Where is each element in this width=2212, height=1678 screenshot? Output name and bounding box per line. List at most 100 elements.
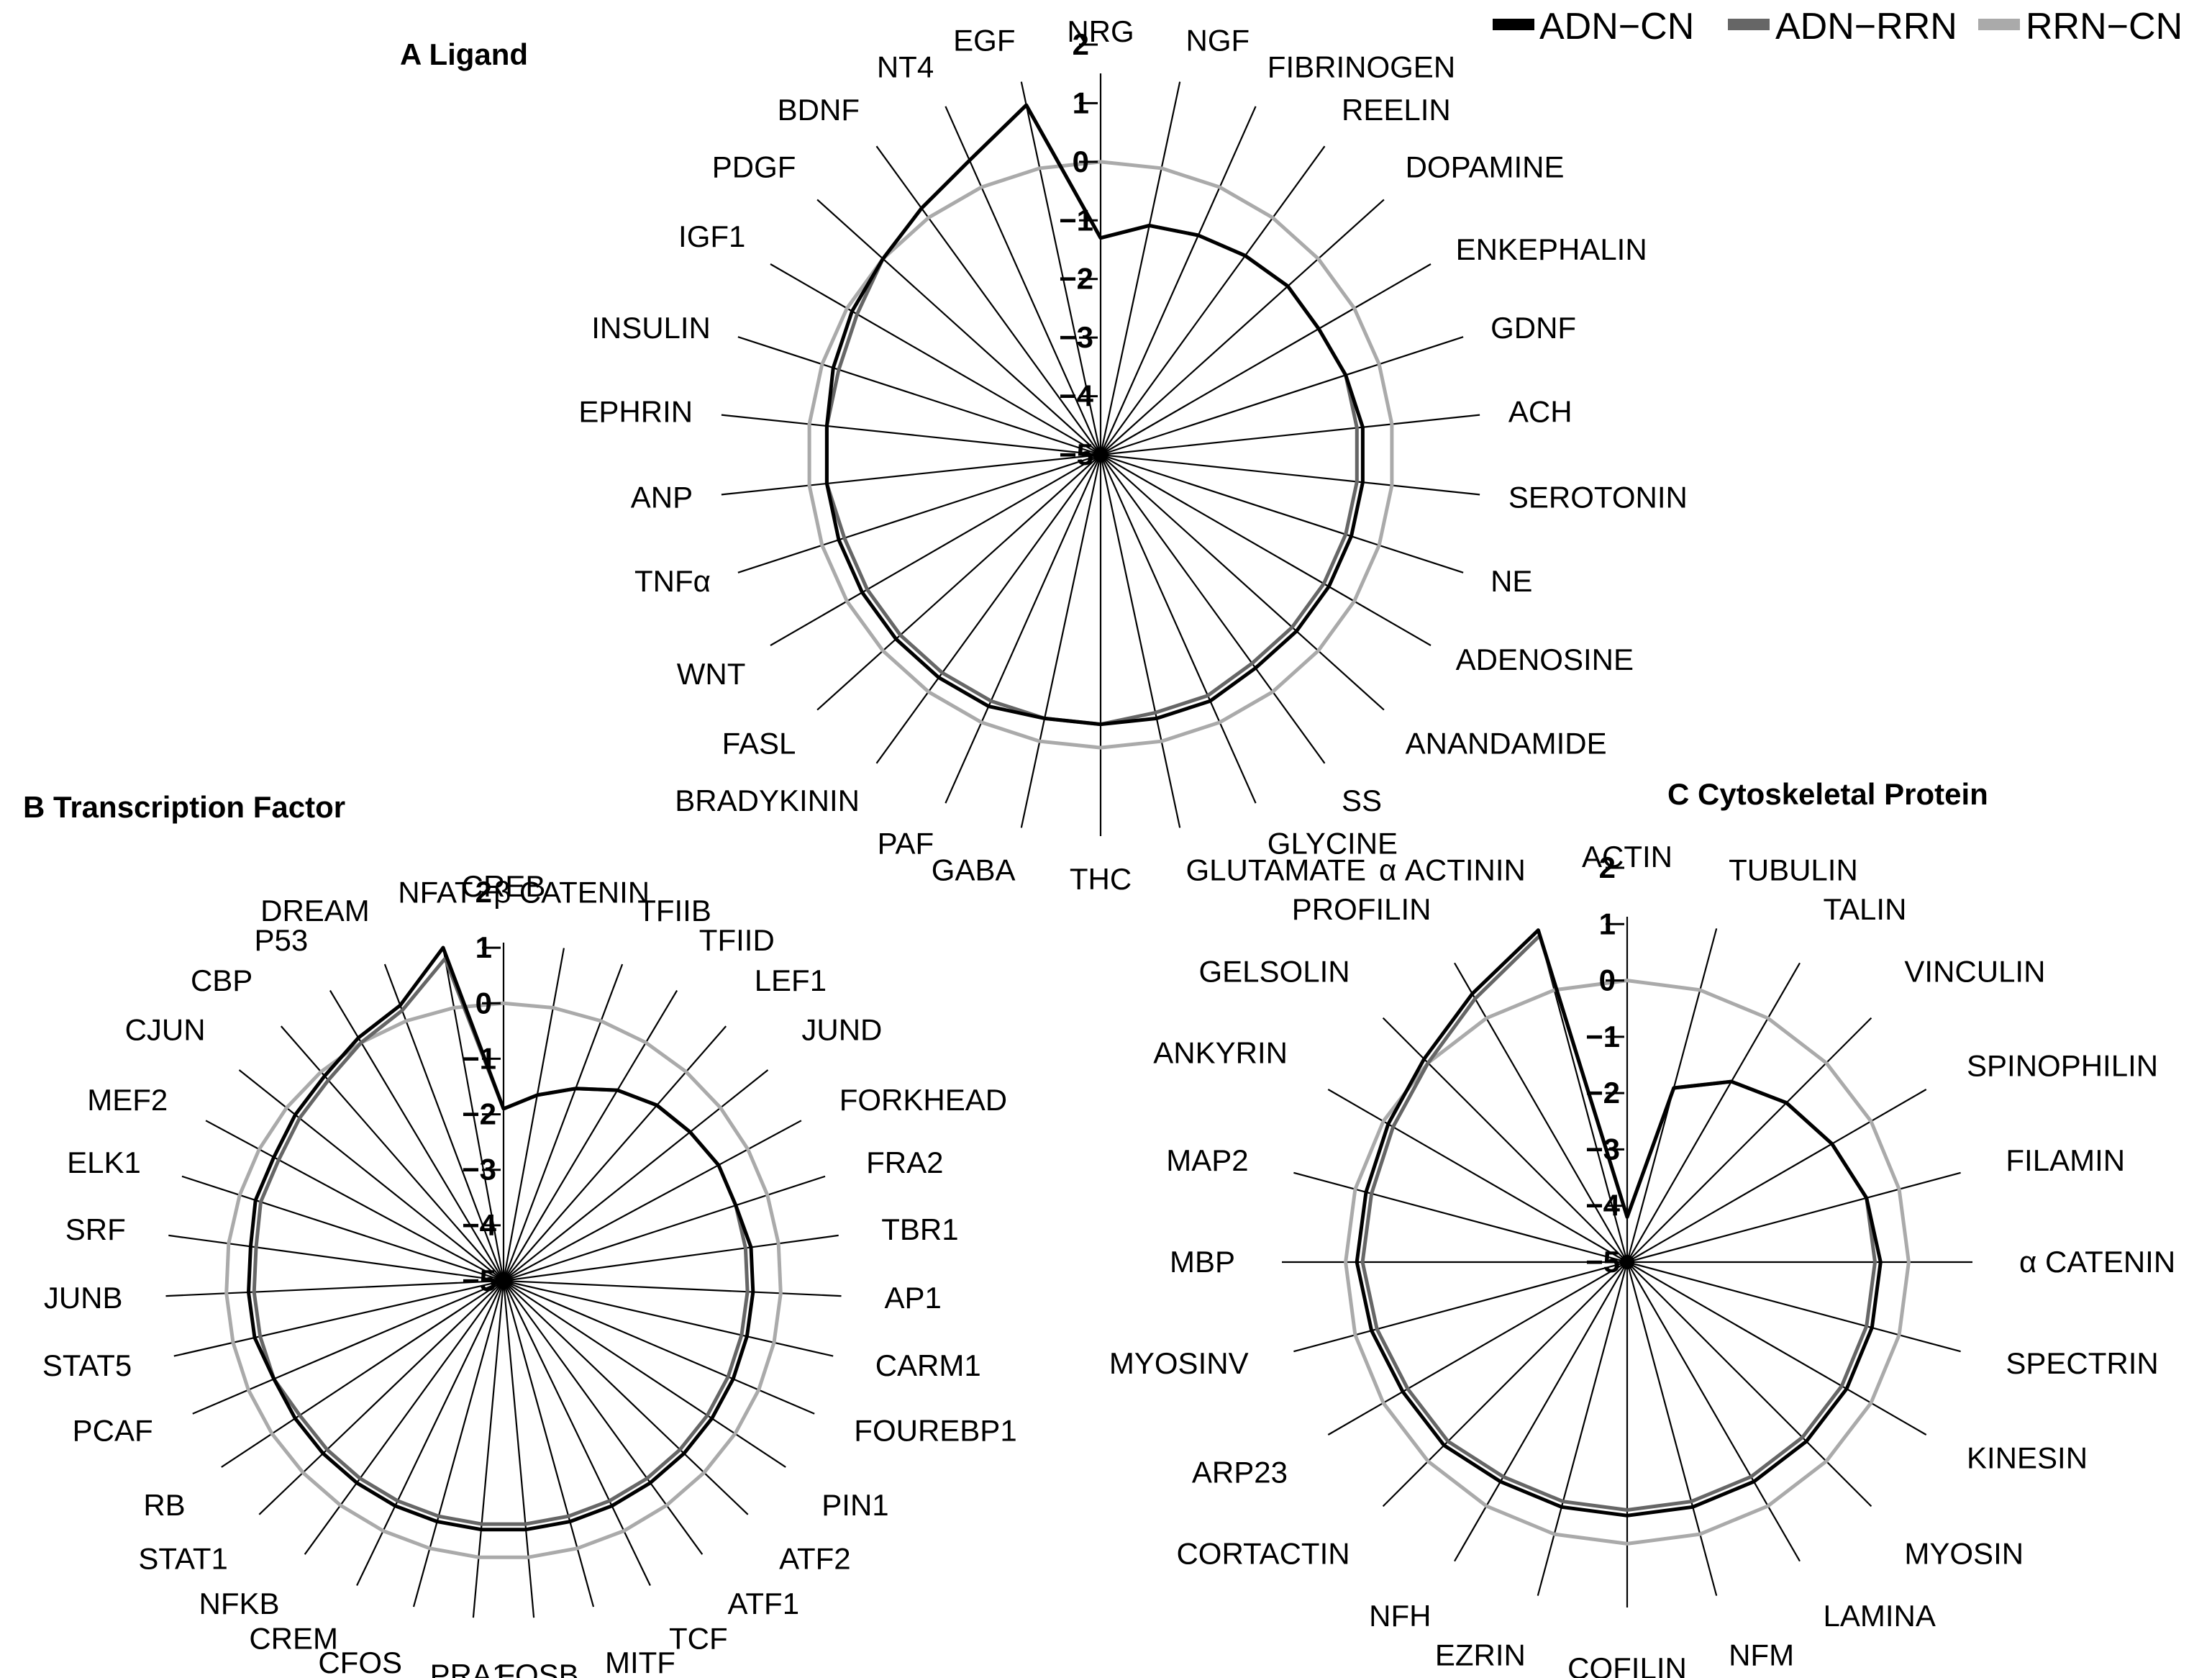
spoke-line	[816, 454, 1101, 711]
spoke-line	[503, 1280, 749, 1515]
tick-label: −4	[462, 1208, 497, 1242]
center-dot	[496, 1274, 511, 1288]
spoke-line	[472, 1280, 505, 1618]
spoke-line	[502, 963, 624, 1282]
category-label: CORTACTIN	[1176, 1536, 1349, 1570]
category-label: TFIIB	[637, 894, 711, 928]
category-label: FOUREBP1	[854, 1413, 1016, 1447]
spoke-line	[1100, 453, 1464, 573]
spoke-line	[1100, 454, 1385, 711]
spoke-line	[737, 336, 1101, 456]
spoke-line	[1626, 1089, 1927, 1263]
spoke-line	[1382, 1261, 1628, 1507]
spoke-line	[503, 1279, 842, 1297]
series-line-adn-cn	[247, 945, 755, 1532]
spoke-line	[1100, 145, 1326, 455]
legend-label: ADN−RRN	[1775, 6, 1957, 47]
spoke-line	[280, 1025, 504, 1282]
tick-label: 2	[475, 875, 492, 909]
category-label: BDNF	[778, 93, 860, 127]
category-label: SEROTONIN	[1508, 481, 1688, 514]
category-label: TUBULIN	[1729, 853, 1858, 887]
spoke-line	[205, 1120, 504, 1282]
series-line-rrn-cn	[224, 1001, 783, 1559]
category-label: EPHRIN	[578, 394, 693, 428]
category-label: INSULIN	[591, 311, 711, 345]
category-label: SS	[1342, 784, 1382, 817]
category-label: REELIN	[1342, 93, 1451, 127]
spoke-line	[1100, 336, 1464, 456]
spoke-line	[1327, 1261, 1628, 1436]
radar-panel-transcription-factor: B Transcription Factor 210−1−2−3−4−5CREB…	[23, 790, 1017, 1678]
category-label: NFAT	[398, 876, 473, 910]
category-label: IGF1	[678, 219, 745, 253]
spoke-line	[1099, 454, 1181, 828]
category-label: ARP23	[1192, 1456, 1288, 1489]
tick-label: −3	[1585, 1132, 1620, 1166]
spoke-line	[383, 963, 505, 1282]
spoke-line	[1100, 454, 1326, 764]
category-label: MYOSIN	[1904, 1536, 2024, 1570]
spoke-line	[503, 1069, 769, 1282]
spoke-line	[503, 989, 678, 1282]
spoke-line	[1454, 1261, 1628, 1562]
spoke-line	[165, 1279, 504, 1297]
category-label: ELK1	[67, 1146, 141, 1179]
panel-title: B Transcription Factor	[23, 790, 345, 824]
category-label: CFOS	[318, 1646, 402, 1678]
spoke-line	[221, 1280, 504, 1468]
category-label: NFM	[1729, 1638, 1794, 1672]
category-label: SRF	[65, 1212, 126, 1246]
category-label: β CATENIN	[493, 876, 650, 910]
spoke-line	[1626, 1261, 1961, 1353]
spoke-line	[737, 453, 1101, 573]
spoke-line	[816, 199, 1101, 455]
category-label: RB	[143, 1488, 185, 1522]
category-label: ANANDAMIDE	[1406, 726, 1607, 760]
category-label: STAT5	[42, 1348, 132, 1382]
spoke-line	[503, 1280, 786, 1468]
category-label: NE	[1490, 564, 1532, 598]
category-label: PAF	[878, 827, 934, 861]
legend-label: ADN−CN	[1539, 6, 1694, 47]
tick-label: 1	[475, 930, 492, 964]
spoke-group	[165, 943, 842, 1618]
category-label: FORKHEAD	[839, 1083, 1007, 1117]
spoke-line	[1100, 414, 1480, 456]
spoke-line	[945, 454, 1102, 804]
category-label: TALIN	[1824, 892, 1907, 926]
spoke-line	[502, 1280, 535, 1618]
tick-label: −4	[1059, 379, 1094, 413]
category-label: MAP2	[1166, 1143, 1248, 1177]
legend-swatch	[1978, 19, 2020, 30]
tick-label: 0	[1599, 963, 1616, 997]
category-label: FRA2	[866, 1146, 943, 1179]
category-label: DREAM	[260, 894, 370, 928]
series-group	[807, 103, 1394, 750]
category-label: NFKB	[199, 1587, 279, 1620]
spoke-line	[503, 1120, 802, 1282]
spoke-line	[1454, 962, 1628, 1263]
spoke-line	[181, 1175, 504, 1282]
tick-label: −3	[1059, 320, 1093, 354]
tick-label: 0	[1073, 145, 1089, 178]
category-label: EGF	[953, 24, 1015, 58]
spoke-line	[503, 1234, 839, 1282]
spoke-line	[173, 1279, 504, 1357]
category-label: KINESIN	[1967, 1441, 2088, 1475]
spoke-line	[304, 1280, 504, 1555]
category-label: GABA	[932, 853, 1016, 887]
spoke-line	[1293, 1261, 1628, 1353]
category-label: FIBRINOGEN	[1267, 50, 1455, 83]
legend-swatch	[1728, 19, 1770, 30]
category-label: NFH	[1369, 1599, 1431, 1633]
category-label: TFIID	[699, 923, 775, 957]
category-label: SPECTRIN	[2006, 1346, 2158, 1380]
tick-group: 210−1−2−3−4−5	[462, 875, 501, 1297]
category-label: NT4	[877, 50, 934, 83]
tick-label: −5	[1059, 437, 1093, 471]
spoke-line	[1626, 962, 1801, 1263]
category-label: ACH	[1508, 394, 1572, 428]
